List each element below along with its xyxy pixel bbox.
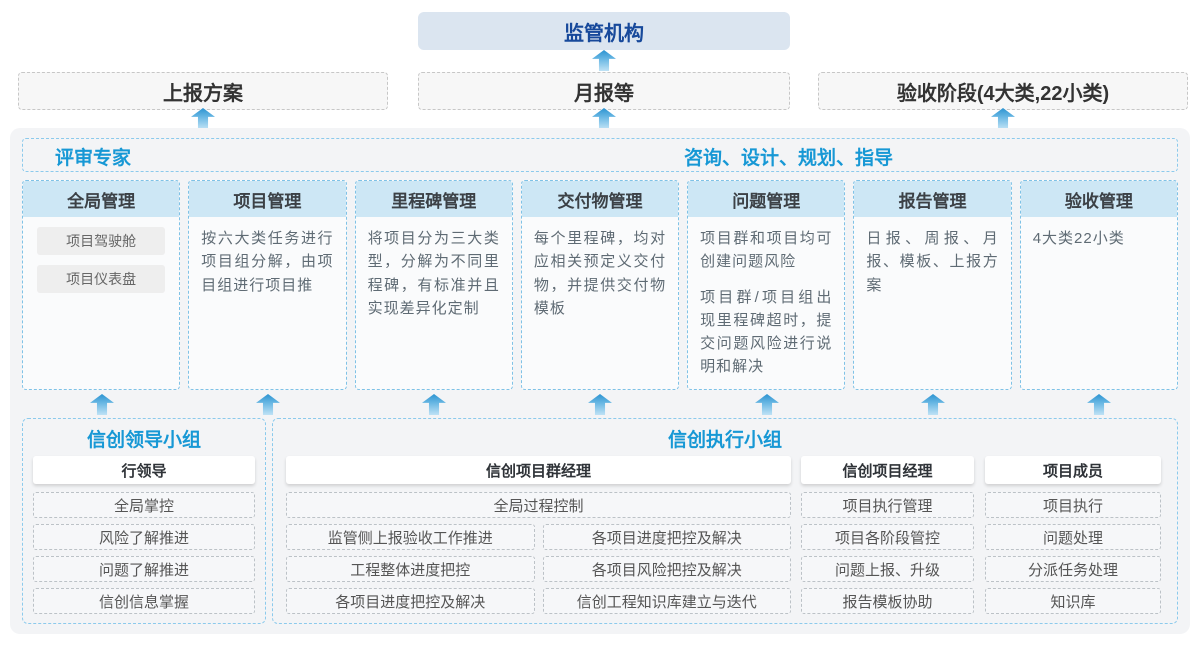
column-title: 项目管理 <box>189 181 346 217</box>
description-paragraph: 将项目分为三大类型，分解为不同里程碑，有标准并且实现差异化定制 <box>367 230 500 317</box>
project-member-region: 项目成员 项目执行 问题处理 分派任务处理 知识库 <box>985 456 1161 614</box>
leadership-item: 问题了解推进 <box>33 556 255 582</box>
project-manager-item: 项目执行管理 <box>801 492 974 518</box>
column-description: 4大类22小类 <box>1021 217 1177 260</box>
program-manager-item: 信创工程知识库建立与迭代 <box>542 588 791 614</box>
program-manager-item: 各项目风险把控及解决 <box>542 556 791 582</box>
project-dashboard-chip: 项目仪表盘 <box>37 265 166 293</box>
up-arrow-icon <box>191 108 215 129</box>
management-columns: 全局管理 项目驾驶舱 项目仪表盘 项目管理 按六大类任务进行项目组分解，由项目组… <box>22 180 1178 390</box>
column-description: 项目群和项目均可创建问题风险 项目群/项目组出现里程碑超时，提交问题风险进行说明… <box>688 217 844 389</box>
program-manager-item: 工程整体进度把控 <box>286 556 535 582</box>
program-manager-item: 监管侧上报验收工作推进 <box>286 524 535 550</box>
project-cockpit-chip: 项目驾驶舱 <box>37 227 166 255</box>
description-paragraph: 4大类22小类 <box>1032 230 1125 247</box>
review-experts-label: 评审专家 <box>55 148 132 169</box>
column-title: 里程碑管理 <box>355 181 512 217</box>
leadership-stack: 行领导 全局掌控 风险了解推进 问题了解推进 信创信息掌握 <box>33 456 255 614</box>
up-arrow-icon <box>592 108 616 129</box>
column-description: 日报、周报、月报、模板、上报方案 <box>854 217 1010 307</box>
column-report-management: 报告管理 日报、周报、月报、模板、上报方案 <box>853 180 1012 390</box>
leadership-item: 风险了解推进 <box>33 524 255 550</box>
column-title: 报告管理 <box>854 181 1011 217</box>
leadership-item: 全局掌控 <box>33 492 255 518</box>
leadership-group-title: 信创领导小组 <box>86 430 201 451</box>
consulting-design-label: 咨询、设计、规划、指导 <box>684 148 894 169</box>
leadership-group: 信创领导小组 行领导 全局掌控 风险了解推进 问题了解推进 信创信息掌握 <box>22 418 266 624</box>
column-description: 按六大类任务进行项目组分解，由项目组进行项目推 <box>189 217 345 307</box>
column-description: 每个里程碑，均对应相关预定义交付物，并提供交付物模板 <box>522 217 678 330</box>
acceptance-stage-label: 验收阶段(4大类,22小类) <box>896 82 1110 105</box>
monthly-report-box: 月报等 <box>418 72 790 110</box>
column-title: 交付物管理 <box>521 181 679 217</box>
program-manager-region: 信创项目群经理 全局过程控制 监管侧上报验收工作推进 工程整体进度把控 各项目进… <box>286 456 791 614</box>
description-paragraph: 项目群和项目均可创建问题风险 <box>700 230 833 271</box>
column-deliverable-management: 交付物管理 每个里程碑，均对应相关预定义交付物，并提供交付物模板 <box>520 180 680 390</box>
column-project-management: 项目管理 按六大类任务进行项目组分解，由项目组进行项目推 <box>188 180 347 390</box>
description-paragraph: 每个里程碑，均对应相关预定义交付物，并提供交付物模板 <box>533 230 667 317</box>
column-milestone-management: 里程碑管理 将项目分为三大类型，分解为不同里程碑，有标准并且实现差异化定制 <box>354 180 513 390</box>
project-member-item: 知识库 <box>985 588 1161 614</box>
project-manager-card: 信创项目经理 <box>801 456 974 484</box>
column-issue-management: 问题管理 项目群和项目均可创建问题风险 项目群/项目组出现里程碑超时，提交问题风… <box>687 180 846 390</box>
project-member-card: 项目成员 <box>985 456 1161 484</box>
up-arrow-icon <box>991 108 1015 129</box>
expert-header-bar: 评审专家 咨询、设计、规划、指导 <box>22 138 1178 172</box>
project-manager-item: 报告模板协助 <box>801 588 974 614</box>
description-paragraph: 日报、周报、月报、模板、上报方案 <box>866 230 999 294</box>
column-title: 问题管理 <box>688 181 845 217</box>
program-manager-col2: 各项目进度把控及解决 各项目风险把控及解决 信创工程知识库建立与迭代 <box>542 524 791 614</box>
project-manager-region: 信创项目经理 项目执行管理 项目各阶段管控 问题上报、升级 报告模板协助 <box>801 456 974 614</box>
report-plan-label: 上报方案 <box>163 82 243 105</box>
project-manager-item: 问题上报、升级 <box>801 556 974 582</box>
program-manager-columns: 监管侧上报验收工作推进 工程整体进度把控 各项目进度把控及解决 各项目进度把控及… <box>286 524 791 614</box>
program-manager-item: 各项目进度把控及解决 <box>542 524 791 550</box>
regulator-label: 监管机构 <box>564 22 644 45</box>
project-member-item: 问题处理 <box>985 524 1161 550</box>
column-title: 全局管理 <box>23 181 180 217</box>
program-manager-col1: 监管侧上报验收工作推进 工程整体进度把控 各项目进度把控及解决 <box>286 524 535 614</box>
execution-group: 信创执行小组 信创项目群经理 全局过程控制 监管侧上报验收工作推进 工程整体进度… <box>272 418 1178 624</box>
leadership-item: 信创信息掌握 <box>33 588 255 614</box>
up-arrow-icon <box>592 50 616 71</box>
report-plan-box: 上报方案 <box>18 72 388 110</box>
column-acceptance-management: 验收管理 4大类22小类 <box>1019 180 1178 390</box>
column-description: 将项目分为三大类型，分解为不同里程碑，有标准并且实现差异化定制 <box>356 217 512 330</box>
column-title: 验收管理 <box>1020 181 1177 217</box>
project-member-item: 项目执行 <box>985 492 1161 518</box>
program-manager-card: 信创项目群经理 <box>286 456 791 484</box>
project-manager-item: 项目各阶段管控 <box>801 524 974 550</box>
program-manager-item: 全局过程控制 <box>286 492 791 518</box>
program-manager-item: 各项目进度把控及解决 <box>286 588 535 614</box>
description-paragraph: 项目群/项目组出现里程碑超时，提交问题风险进行说明和解决 <box>700 288 833 376</box>
column-global-management: 全局管理 项目驾驶舱 项目仪表盘 <box>22 180 181 390</box>
bank-leader-card: 行领导 <box>33 456 255 484</box>
regulator-box: 监管机构 <box>418 12 790 50</box>
acceptance-stage-box: 验收阶段(4大类,22小类) <box>818 72 1188 110</box>
monthly-report-label: 月报等 <box>574 82 634 105</box>
description-paragraph: 按六大类任务进行项目组分解，由项目组进行项目推 <box>201 230 334 294</box>
project-member-item: 分派任务处理 <box>985 556 1161 582</box>
execution-group-title: 信创执行小组 <box>667 430 782 451</box>
